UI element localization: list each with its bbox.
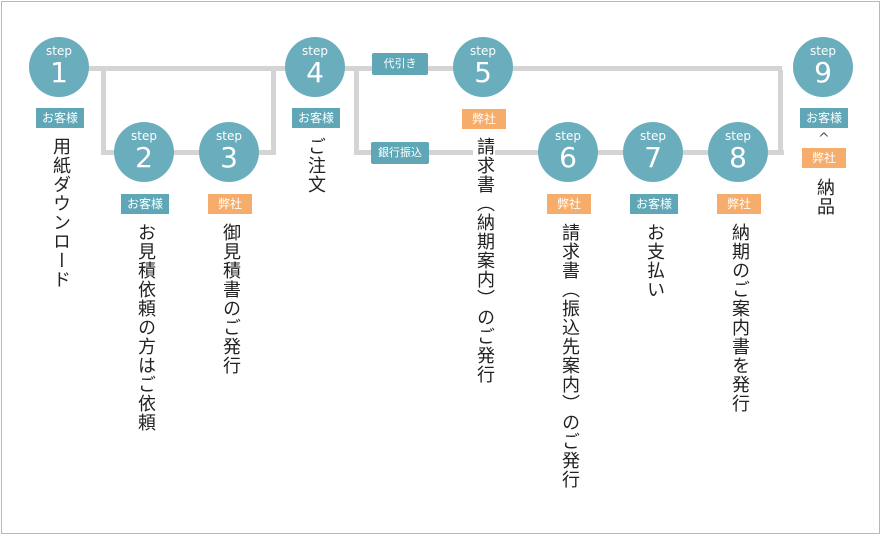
step-4-circle: step 4 <box>285 37 345 97</box>
step-2-description: お見積依頼の方はご依頼 <box>135 223 156 432</box>
step-number: 9 <box>814 56 832 89</box>
step-5-circle: step 5 <box>453 37 513 97</box>
step-2-circle: step 2 <box>114 122 174 182</box>
step-label: step <box>46 44 72 58</box>
step-7-description: お支払い <box>644 223 665 299</box>
step-label: step <box>725 129 751 143</box>
step-label: step <box>216 129 242 143</box>
step-1-description: 用紙ダウンロード <box>50 137 71 289</box>
step-8-circle: step 8 <box>708 122 768 182</box>
step-3-badge: 弊社 <box>208 194 252 214</box>
route-tag-cod: 代引き <box>372 53 428 75</box>
step-label: step <box>640 129 666 143</box>
step-9-badge-us: 弊社 <box>802 148 846 168</box>
step-number: 1 <box>50 56 68 89</box>
step-label: step <box>470 44 496 58</box>
step-number: 3 <box>220 141 238 174</box>
route-tag-bank: 銀行振込 <box>371 142 429 164</box>
step-5-description: 請求書（納期案内）のご発行 <box>473 137 495 384</box>
step-3-circle: step 3 <box>199 122 259 182</box>
step-7-badge: お客様 <box>630 194 678 214</box>
connector-line <box>101 150 276 155</box>
step-number: 5 <box>474 56 492 89</box>
step-label: step <box>131 129 157 143</box>
step-1-circle: step 1 <box>29 37 89 97</box>
caret-icon: ^ <box>818 131 830 147</box>
step-2-badge: お客様 <box>121 194 169 214</box>
step-8-badge: 弊社 <box>717 194 761 214</box>
step-9-description: 納品 <box>814 178 835 216</box>
step-8-description: 納期のご案内書を発行 <box>729 223 750 413</box>
step-4-description: ご注文 <box>305 137 326 194</box>
connector-line <box>354 70 359 154</box>
step-6-circle: step 6 <box>538 122 598 182</box>
step-number: 6 <box>559 141 577 174</box>
step-7-circle: step 7 <box>623 122 683 182</box>
step-3-description: 御見積書のご発行 <box>220 223 241 375</box>
step-label: step <box>555 129 581 143</box>
step-label: step <box>302 44 328 58</box>
step-6-description: 請求書（振込先案内）のご発行 <box>559 223 580 489</box>
step-number: 8 <box>729 141 747 174</box>
step-4-badge: お客様 <box>292 108 340 128</box>
connector-line <box>271 70 276 154</box>
step-number: 7 <box>644 141 662 174</box>
step-9-badge-client: お客様 <box>800 108 848 128</box>
step-number: 2 <box>135 141 153 174</box>
step-6-badge: 弊社 <box>547 194 591 214</box>
step-1-badge: お客様 <box>36 108 84 128</box>
step-5-badge: 弊社 <box>462 109 506 129</box>
connector-line <box>101 70 106 154</box>
step-9-circle: step 9 <box>793 37 853 97</box>
step-label: step <box>810 44 836 58</box>
step-number: 4 <box>306 56 324 89</box>
connector-line <box>778 70 783 154</box>
